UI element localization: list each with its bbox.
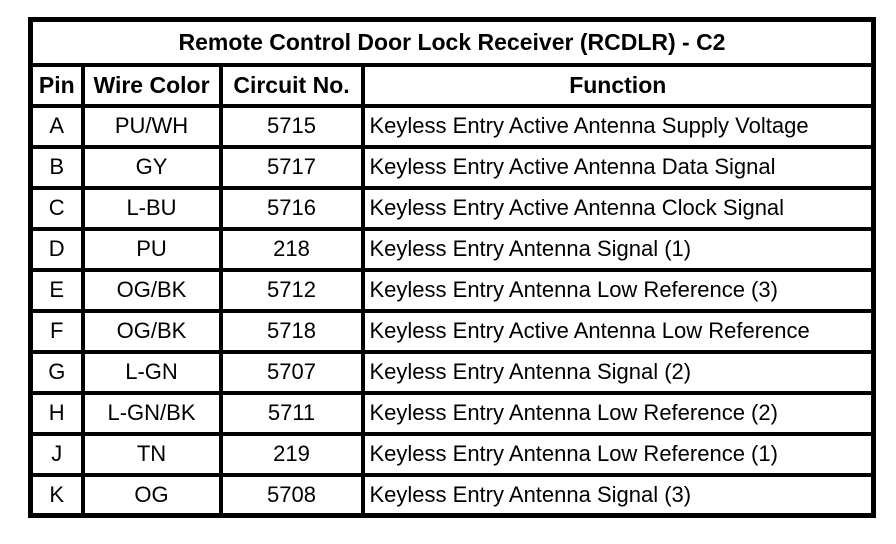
pin-cell: J [28,431,85,477]
column-header-function: Function [360,62,876,108]
wire-color-cell: L-GN/BK [80,390,223,436]
circuit-no-cell: 5715 [218,103,365,149]
pin-cell: C [28,185,85,231]
rcdlr-c2-pinout-table: Remote Control Door Lock Receiver (RCDLR… [28,17,876,518]
circuit-no-cell: 5712 [218,267,365,313]
circuit-no-cell: 5708 [218,472,365,518]
table-row: E OG/BK 5712 Keyless Entry Antenna Low R… [28,267,876,313]
function-cell: Keyless Entry Active Antenna Supply Volt… [360,103,876,149]
wire-color-cell: OG [80,472,223,518]
pin-cell: K [28,472,85,518]
pin-cell: H [28,390,85,436]
pin-cell: F [28,308,85,354]
pin-cell: E [28,267,85,313]
function-cell: Keyless Entry Antenna Signal (3) [360,472,876,518]
column-header-row: Pin Wire Color Circuit No. Function [28,62,876,108]
table-row: C L-BU 5716 Keyless Entry Active Antenna… [28,185,876,231]
title-row: Remote Control Door Lock Receiver (RCDLR… [28,17,876,67]
function-cell: Keyless Entry Antenna Signal (2) [360,349,876,395]
function-cell: Keyless Entry Active Antenna Low Referen… [360,308,876,354]
wire-color-cell: L-BU [80,185,223,231]
table-row: D PU 218 Keyless Entry Antenna Signal (1… [28,226,876,272]
function-cell: Keyless Entry Active Antenna Clock Signa… [360,185,876,231]
table-row: A PU/WH 5715 Keyless Entry Active Antenn… [28,103,876,149]
wire-color-cell: OG/BK [80,267,223,313]
function-cell: Keyless Entry Antenna Signal (1) [360,226,876,272]
circuit-no-cell: 5717 [218,144,365,190]
wire-color-cell: TN [80,431,223,477]
pin-cell: B [28,144,85,190]
table-row: B GY 5717 Keyless Entry Active Antenna D… [28,144,876,190]
pin-cell: G [28,349,85,395]
function-cell: Keyless Entry Active Antenna Data Signal [360,144,876,190]
table-row: F OG/BK 5718 Keyless Entry Active Antenn… [28,308,876,354]
function-cell: Keyless Entry Antenna Low Reference (3) [360,267,876,313]
table-title: Remote Control Door Lock Receiver (RCDLR… [28,17,876,67]
table-row: K OG 5708 Keyless Entry Antenna Signal (… [28,472,876,518]
column-header-circuit-no: Circuit No. [218,62,365,108]
function-cell: Keyless Entry Antenna Low Reference (2) [360,390,876,436]
pin-cell: D [28,226,85,272]
circuit-no-cell: 5716 [218,185,365,231]
circuit-no-cell: 219 [218,431,365,477]
circuit-no-cell: 5711 [218,390,365,436]
function-cell: Keyless Entry Antenna Low Reference (1) [360,431,876,477]
circuit-no-cell: 218 [218,226,365,272]
wire-color-cell: PU [80,226,223,272]
table-row: G L-GN 5707 Keyless Entry Antenna Signal… [28,349,876,395]
pin-cell: A [28,103,85,149]
wire-color-cell: OG/BK [80,308,223,354]
wire-color-cell: GY [80,144,223,190]
table-row: J TN 219 Keyless Entry Antenna Low Refer… [28,431,876,477]
wire-color-cell: L-GN [80,349,223,395]
table-row: H L-GN/BK 5711 Keyless Entry Antenna Low… [28,390,876,436]
column-header-wire-color: Wire Color [80,62,223,108]
circuit-no-cell: 5718 [218,308,365,354]
circuit-no-cell: 5707 [218,349,365,395]
column-header-pin: Pin [28,62,85,108]
wire-color-cell: PU/WH [80,103,223,149]
